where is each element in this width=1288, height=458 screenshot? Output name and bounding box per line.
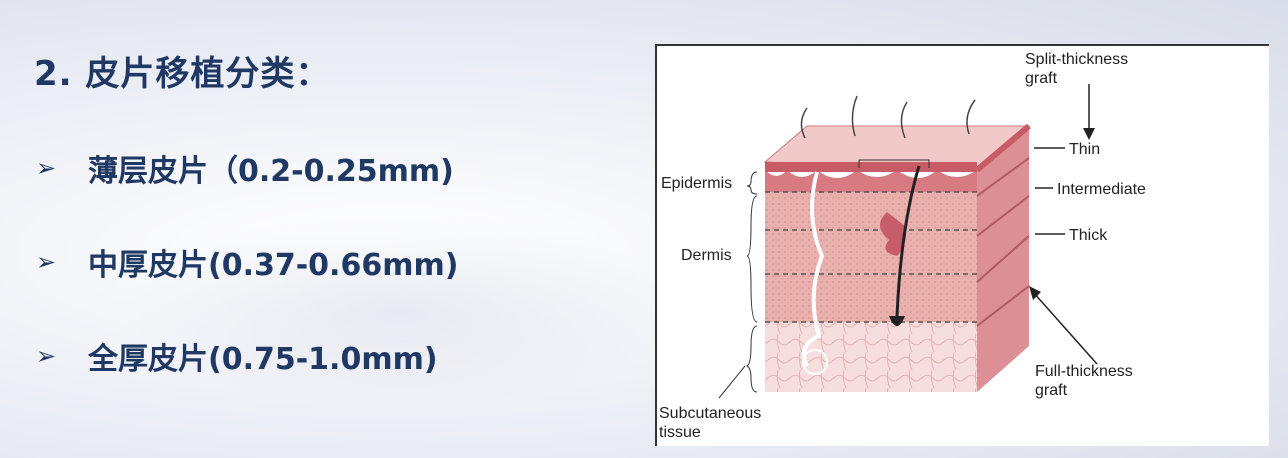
thick-label: Thick: [1069, 227, 1108, 244]
slide-title: 2. 皮片移植分类：: [34, 54, 331, 94]
epidermis-layer: [765, 170, 977, 192]
bullet-thin-graft: ➢ 薄层皮片（0.2-0.25mm): [36, 146, 454, 190]
dermis-label: Dermis: [681, 247, 732, 264]
bullet-text: 全厚皮片(0.75-1.0mm): [88, 342, 438, 377]
arrow-bullet-icon: ➢: [36, 154, 57, 182]
arrow-bullet-icon: ➢: [36, 248, 57, 276]
thin-label: Thin: [1069, 141, 1101, 158]
full-thickness-graft-label: Full-thickness graft: [1035, 363, 1133, 399]
subcutaneous-layer: [765, 322, 977, 392]
split-thickness-graft-label: Split-thickness graft: [1025, 51, 1129, 87]
skin-cross-section-illustration: [718, 84, 1098, 399]
skin-graft-diagram: Split-thickness graft Thin Intermediate …: [655, 44, 1269, 446]
subcutaneous-tissue-label: Subcutaneous tissue: [659, 405, 762, 441]
background-decoration: [120, 210, 680, 410]
bullet-text: 中厚皮片(0.37-0.66mm): [88, 248, 459, 283]
bullet-intermediate-graft: ➢ 中厚皮片(0.37-0.66mm): [36, 240, 458, 284]
bullet-text: 薄层皮片（0.2-0.25mm): [88, 154, 454, 189]
dermis-layer: [765, 192, 977, 322]
intermediate-label: Intermediate: [1057, 181, 1146, 198]
epidermis-label: Epidermis: [661, 175, 733, 192]
arrow-bullet-icon: ➢: [36, 342, 57, 370]
bullet-full-thickness-graft: ➢ 全厚皮片(0.75-1.0mm): [36, 334, 438, 378]
